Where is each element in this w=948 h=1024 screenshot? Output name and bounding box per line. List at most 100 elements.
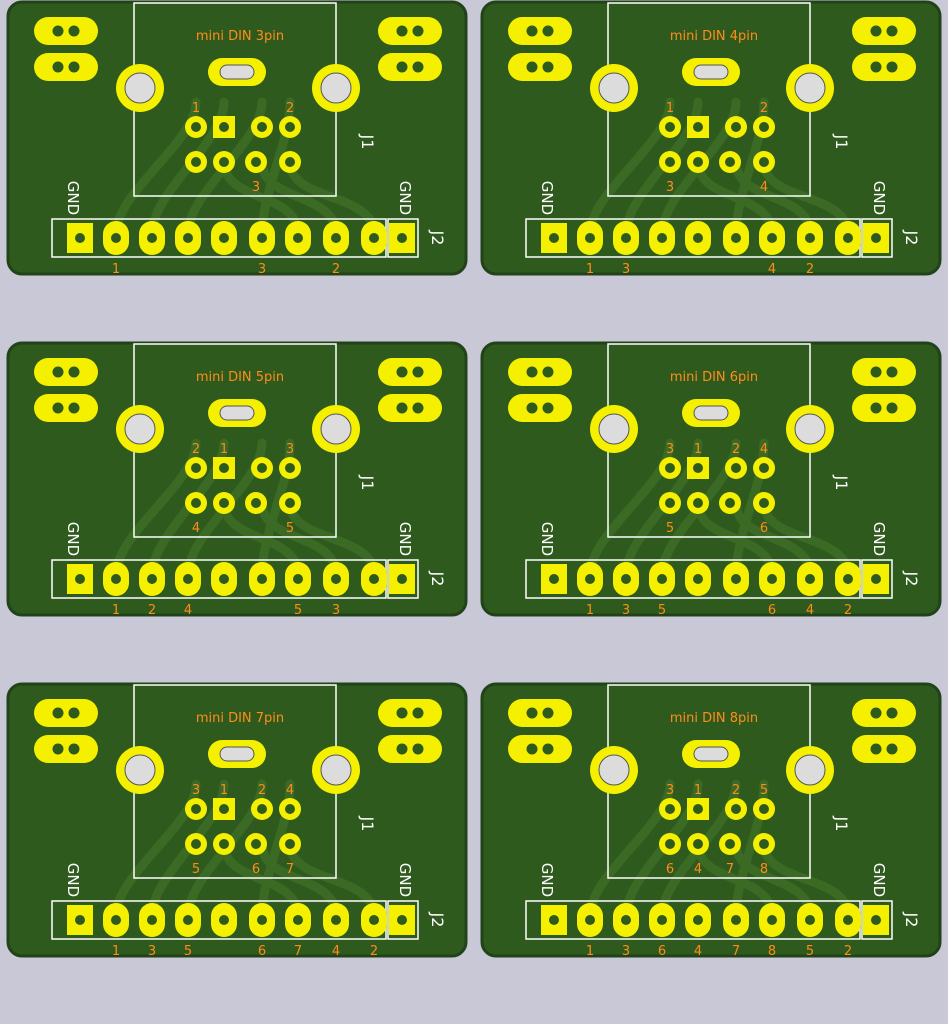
header-pin-label: 5: [184, 944, 192, 959]
side-pad-drill: [870, 743, 882, 755]
header-pin-drill: [843, 915, 853, 925]
board-title: mini DIN 5pin: [196, 370, 284, 385]
header-pin-drill: [111, 233, 121, 243]
header-pin-drill: [767, 233, 777, 243]
header-pin-drill: [257, 574, 267, 584]
side-pad-drill: [396, 743, 408, 755]
header-pin-label: 6: [658, 944, 666, 959]
header-outline-gnd: [861, 218, 893, 258]
header-ref: J2: [428, 571, 447, 587]
side-pad-drill: [542, 366, 554, 378]
side-pad: [34, 699, 98, 727]
mounting-hole-drill: [598, 413, 630, 445]
header-pin-drill: [111, 574, 121, 584]
side-pad-drill: [526, 366, 538, 378]
connector-ref: J1: [832, 475, 851, 491]
din-pin-drill: [191, 839, 201, 849]
din-pin-drill: [665, 122, 675, 132]
side-pad: [34, 17, 98, 45]
header-pin-drill: [369, 915, 379, 925]
header-pin-drill: [805, 233, 815, 243]
side-pad-drill: [68, 707, 80, 719]
din-pin-drill: [731, 804, 741, 814]
board-title: mini DIN 6pin: [670, 370, 758, 385]
side-pad: [378, 735, 442, 763]
din-bottom-label: 4: [760, 180, 768, 195]
din-bottom-label: 3: [666, 180, 674, 195]
header-pin-label: 4: [332, 944, 340, 959]
din-bottom-label: 5: [192, 862, 200, 877]
side-pad-drill: [870, 25, 882, 37]
header-pin-drill: [147, 915, 157, 925]
din-top-label: 1: [666, 101, 674, 116]
side-pad: [34, 735, 98, 763]
din-top-label: 2: [732, 442, 740, 457]
din-bottom-label: 7: [286, 862, 294, 877]
din-bottom-label: 4: [694, 862, 702, 877]
header-pin-drill: [369, 233, 379, 243]
header-pin-drill: [693, 915, 703, 925]
side-pad-drill: [412, 366, 424, 378]
header-pin-label: 1: [112, 603, 120, 618]
side-pad-drill: [396, 707, 408, 719]
din-pin-drill: [191, 498, 201, 508]
din-pin-drill: [759, 839, 769, 849]
din-pin-drill: [759, 157, 769, 167]
din-pin-drill: [251, 498, 261, 508]
side-pad-drill: [526, 707, 538, 719]
din-pin-drill: [693, 122, 703, 132]
header-pin-drill: [397, 915, 407, 925]
header-pin-label: 5: [806, 944, 814, 959]
header-pin-drill: [147, 574, 157, 584]
mounting-hole-drill: [598, 754, 630, 786]
side-pad-drill: [396, 366, 408, 378]
header-pin-label: 3: [622, 262, 630, 277]
din-pin-drill: [759, 122, 769, 132]
din-pin-drill: [665, 157, 675, 167]
din-top-label: 2: [192, 442, 200, 457]
header-pin-drill: [731, 915, 741, 925]
header-pin-label: 2: [844, 603, 852, 618]
din-top-label: 1: [694, 783, 702, 798]
gnd-label-right: GND: [870, 863, 888, 897]
din-top-label: 1: [220, 442, 228, 457]
header-pin-drill: [731, 233, 741, 243]
header-ref: J2: [902, 912, 921, 928]
side-pad-drill: [52, 25, 64, 37]
side-pad-drill: [68, 743, 80, 755]
side-pad-drill: [870, 61, 882, 73]
din-pin-drill: [191, 804, 201, 814]
din-pin-drill: [219, 122, 229, 132]
header-pin-label: 2: [806, 262, 814, 277]
connector-ref: J1: [832, 816, 851, 832]
din-pin-drill: [285, 157, 295, 167]
din-pin-drill: [219, 498, 229, 508]
din-pin-drill: [665, 463, 675, 473]
din-pin-drill: [191, 122, 201, 132]
side-pad-drill: [412, 743, 424, 755]
connector-ref: J1: [358, 816, 377, 832]
header-pin-drill: [871, 915, 881, 925]
din-bottom-label: 5: [286, 521, 294, 536]
din-pin-drill: [665, 498, 675, 508]
din-pin-drill: [219, 157, 229, 167]
header-ref: J2: [902, 571, 921, 587]
din-pin-drill: [759, 463, 769, 473]
mounting-hole-drill: [124, 754, 156, 786]
mounting-hole-drill: [320, 754, 352, 786]
header-pin-drill: [843, 574, 853, 584]
din-bottom-label: 8: [760, 862, 768, 877]
mounting-hole-drill: [794, 72, 826, 104]
header-pin-drill: [693, 574, 703, 584]
din-top-label: 5: [760, 783, 768, 798]
side-pad-drill: [886, 366, 898, 378]
side-pad-drill: [542, 402, 554, 414]
side-pad-drill: [886, 25, 898, 37]
header-outline-gnd: [387, 559, 419, 599]
din-pin-drill: [731, 463, 741, 473]
side-pad-drill: [526, 402, 538, 414]
side-pad: [508, 358, 572, 386]
side-pad-drill: [886, 743, 898, 755]
